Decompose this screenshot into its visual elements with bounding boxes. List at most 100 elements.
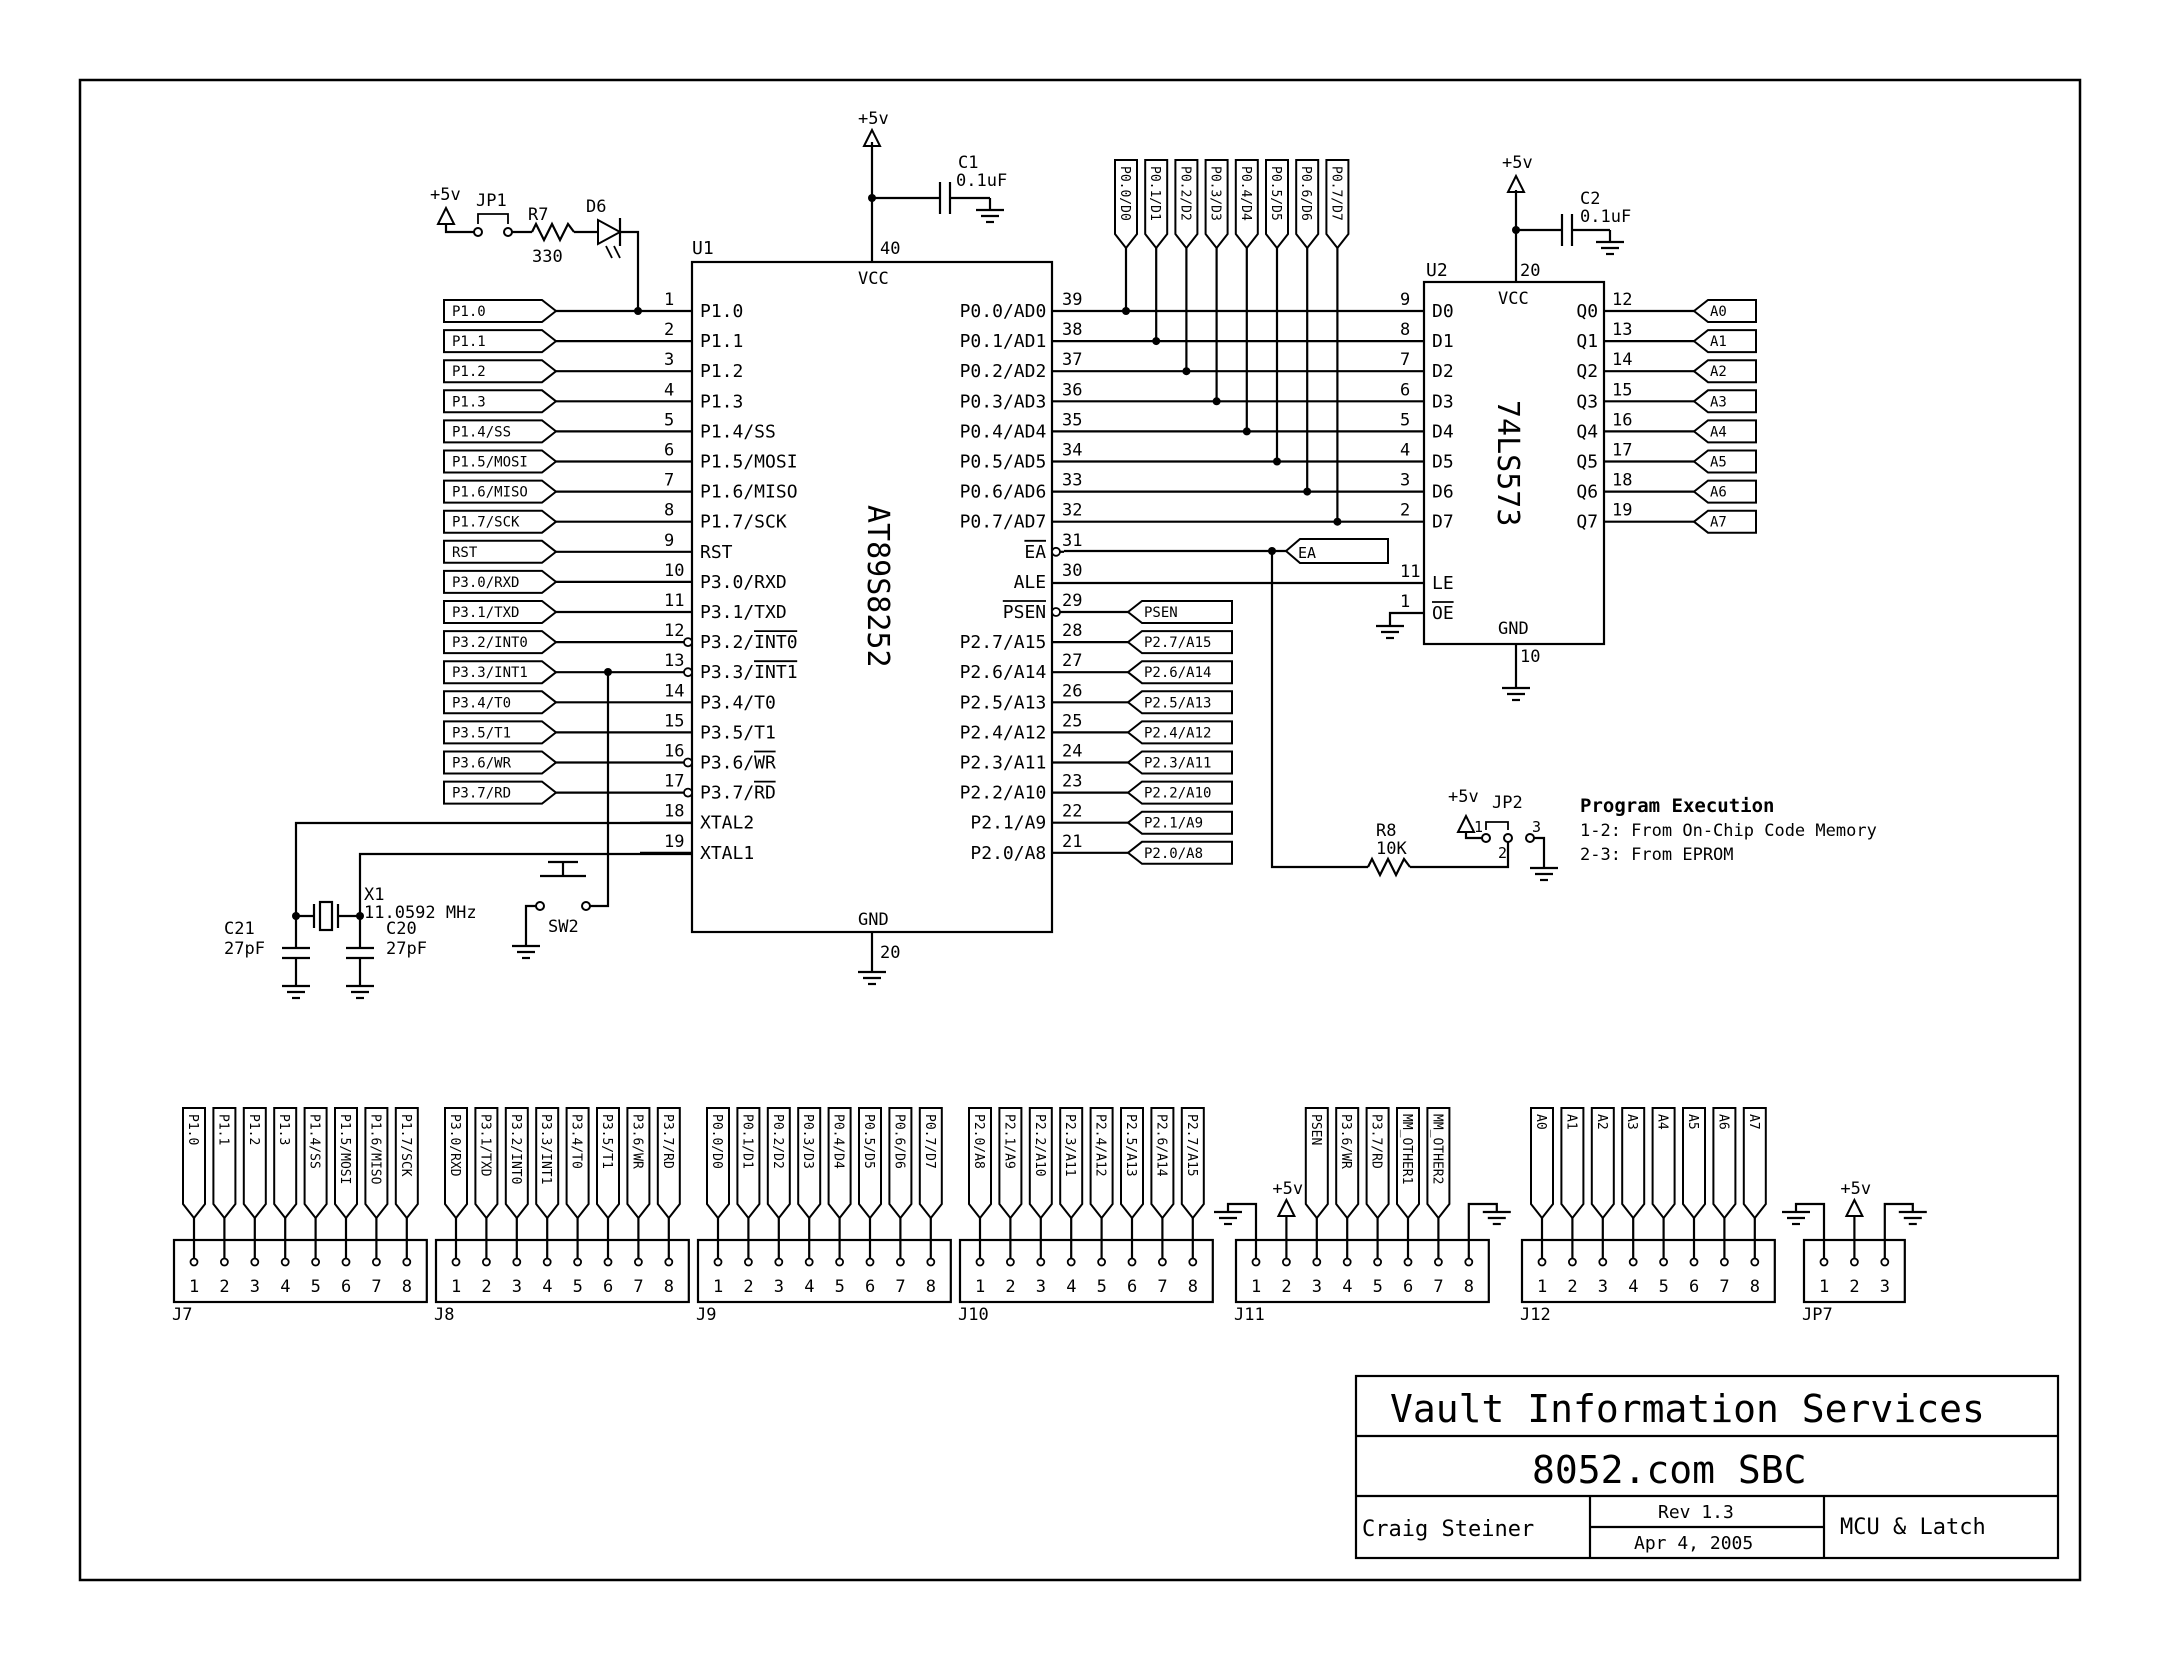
header-j7-pin-8-number: 8 bbox=[402, 1277, 412, 1297]
header-j9-pin-4-hole bbox=[804, 1257, 814, 1267]
header-j11-pin-7-hole bbox=[1434, 1257, 1443, 1267]
header-j12-pin-7-flag bbox=[1712, 1107, 1737, 1220]
u1-pin-1-name: P1.0 bbox=[700, 301, 743, 322]
u1-pin-12-number: 12 bbox=[664, 621, 684, 641]
u1-pin-15-flag bbox=[443, 720, 558, 745]
header-j10-pin-7-hole bbox=[1158, 1257, 1167, 1267]
u2-gnd-pin: 10 bbox=[1520, 647, 1540, 667]
jp1-pin2 bbox=[503, 227, 513, 237]
header-j12-pin-5-number: 5 bbox=[1659, 1277, 1669, 1297]
header-j11-pin-2-hole bbox=[1282, 1257, 1291, 1267]
u1-pin-10-flag-label: P3.0/RXD bbox=[452, 575, 519, 591]
u1-pin-5-name: P1.4/SS bbox=[700, 421, 776, 442]
header-j8-pin-7-number: 7 bbox=[633, 1277, 643, 1297]
u1-pin-27-name: P2.6/A14 bbox=[960, 662, 1047, 683]
header-j10-pin-2-flag-label: P2.1/A9 bbox=[1001, 1114, 1016, 1169]
header-j7-pin-5-number: 5 bbox=[311, 1277, 321, 1297]
u2-ref: U2 bbox=[1426, 260, 1448, 281]
xtal1-wire bbox=[358, 852, 692, 916]
x1-ref: X1 bbox=[364, 885, 384, 905]
r7-value: 330 bbox=[532, 247, 563, 267]
u1-pin-28-flag bbox=[1126, 630, 1233, 655]
header-j7-pin-6-hole bbox=[341, 1257, 351, 1267]
u1-left-pins: P1.01P1.0P1.12P1.1P1.23P1.2P1.34P1.3P1.4… bbox=[443, 290, 798, 864]
u1-pin-30-number: 30 bbox=[1062, 561, 1082, 581]
header-j9-pin-7-number: 7 bbox=[895, 1277, 905, 1297]
header-j9-pin-1-hole bbox=[713, 1257, 723, 1267]
u2-pin-13-name: Q1 bbox=[1576, 331, 1598, 352]
header-j7-pin-4-flag bbox=[273, 1107, 298, 1220]
header-j11-pin-2-vcc-label: +5v bbox=[1272, 1179, 1303, 1199]
header-j12-pin-4-flag bbox=[1621, 1107, 1646, 1220]
header-j11-pin-5-number: 5 bbox=[1373, 1277, 1383, 1297]
header-j7-pin-5-flag-label: P1.4/SS bbox=[307, 1114, 322, 1169]
header-j12-pin-4-number: 4 bbox=[1628, 1277, 1638, 1297]
p0-flag-2-junction bbox=[1182, 367, 1191, 376]
header-j12-pin-1-number: 1 bbox=[1537, 1277, 1547, 1297]
header-j11-pin-4-number: 4 bbox=[1342, 1277, 1352, 1297]
u1-pin-14-flag bbox=[443, 690, 558, 715]
u1-pin-16-bubble bbox=[683, 757, 693, 768]
header-j10-pin-6-number: 6 bbox=[1127, 1277, 1137, 1297]
u1-pin-7-name: P1.6/MISO bbox=[700, 482, 798, 503]
header-j7-ref: J7 bbox=[172, 1305, 192, 1325]
x1-value: 11.0592 MHz bbox=[364, 903, 477, 923]
u1-pin-7-number: 7 bbox=[664, 471, 674, 491]
u1-pin-4-name: P1.3 bbox=[700, 391, 743, 412]
header-j11-pin-3-flag bbox=[1304, 1107, 1329, 1220]
header-j12-pin-4-hole bbox=[1628, 1257, 1638, 1267]
header-j12-pin-3-number: 3 bbox=[1598, 1277, 1608, 1297]
u1-pin-14-name: P3.4/T0 bbox=[700, 692, 776, 713]
u1-pin-25-flag-label: P2.4/A12 bbox=[1144, 725, 1211, 741]
header-jp7-pin-1-number: 1 bbox=[1819, 1277, 1829, 1297]
u1-vcc-pin: 40 bbox=[880, 239, 900, 259]
u1-pin-33-name: P0.6/AD6 bbox=[960, 482, 1047, 503]
header-j12-pin-2-number: 2 bbox=[1567, 1277, 1577, 1297]
header-j7-pin-7-number: 7 bbox=[371, 1277, 381, 1297]
p0-flag-6-junction bbox=[1303, 487, 1312, 496]
u1-pin-27-flag bbox=[1126, 660, 1233, 685]
d6-ray-1 bbox=[605, 245, 613, 259]
header-j7-pin-3-flag bbox=[242, 1107, 267, 1220]
vcc-arrow-u1 bbox=[862, 127, 882, 147]
header-j12-pin-5-hole bbox=[1659, 1257, 1668, 1267]
u1-pin-23-flag-label: P2.2/A10 bbox=[1144, 786, 1211, 802]
header-j9-pin-1-flag bbox=[706, 1107, 730, 1220]
u1-pin-27-flag-label: P2.6/A14 bbox=[1144, 665, 1211, 681]
u1-pin-16-number: 16 bbox=[664, 742, 684, 762]
header-j8-pin-7-flag bbox=[626, 1107, 651, 1220]
u1-pin-17-name: P3.7/RD bbox=[700, 783, 776, 804]
header-j10-pin-1-hole bbox=[975, 1257, 985, 1267]
u1-pin-29-name: PSEN bbox=[1003, 602, 1046, 623]
u1-pin-25-number: 25 bbox=[1062, 711, 1082, 731]
p0-flag-0 bbox=[1114, 159, 1138, 250]
u2-gnd-label: GND bbox=[1498, 619, 1529, 639]
u1-pin-17-number: 17 bbox=[664, 772, 684, 792]
u1-pin-2-number: 2 bbox=[664, 320, 674, 340]
program-note: Program Execution 1-2: From On-Chip Code… bbox=[1580, 795, 1877, 865]
u1-pin-37-number: 37 bbox=[1062, 350, 1082, 370]
u1-pin-6-flag bbox=[443, 449, 558, 474]
u2-pin-7: 7D2 bbox=[1400, 350, 1454, 382]
header-j10-pin-2-number: 2 bbox=[1005, 1277, 1015, 1297]
u1-pin-6-number: 6 bbox=[664, 441, 674, 461]
u1-pin-10-name: P3.0/RXD bbox=[700, 572, 787, 593]
header-j10-pin-1-number: 1 bbox=[975, 1277, 985, 1297]
ea-flag bbox=[1284, 538, 1389, 564]
u2-pin-5: 5D4 bbox=[1400, 410, 1454, 442]
header-j8-pin-1-number: 1 bbox=[451, 1277, 461, 1297]
u2-pin-5-name: D4 bbox=[1432, 421, 1454, 442]
header-j7-pin-7-flag-label: P1.6/MISO bbox=[367, 1114, 382, 1185]
u1-pin-1-flag bbox=[443, 299, 558, 323]
title-block-frame bbox=[1354, 1374, 2060, 1560]
header-j10-pin-7-number: 7 bbox=[1157, 1277, 1167, 1297]
